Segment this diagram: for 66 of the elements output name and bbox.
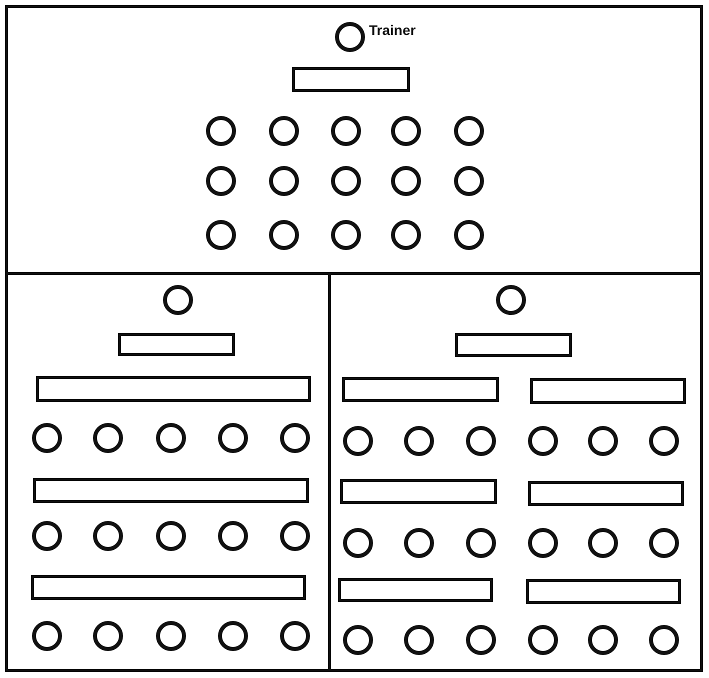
seat-circle xyxy=(528,528,558,558)
table-bar xyxy=(530,378,686,404)
seat-circle xyxy=(218,423,248,453)
seat-circle xyxy=(93,621,123,651)
seat-circle xyxy=(528,426,558,456)
seat-circle xyxy=(454,116,484,146)
seat-circle xyxy=(280,521,310,551)
room-panel xyxy=(328,272,703,672)
table-bar xyxy=(526,579,681,604)
seat-circle xyxy=(93,521,123,551)
seat-circle xyxy=(156,521,186,551)
seat-circle xyxy=(156,621,186,651)
seat-circle xyxy=(280,621,310,651)
seat-circle xyxy=(331,166,361,196)
seat-circle xyxy=(588,625,618,655)
role-label: Trainer xyxy=(369,22,416,38)
seat-circle xyxy=(206,116,236,146)
seat-circle xyxy=(496,285,526,315)
seat-circle xyxy=(391,166,421,196)
table-bar xyxy=(342,377,499,402)
seat-circle xyxy=(404,625,434,655)
room-panel xyxy=(5,5,703,275)
table-bar xyxy=(528,481,684,506)
seat-circle xyxy=(32,423,62,453)
seat-circle xyxy=(588,426,618,456)
room-panel xyxy=(5,272,331,672)
seat-circle xyxy=(588,528,618,558)
seat-circle xyxy=(466,528,496,558)
seat-circle xyxy=(343,625,373,655)
seat-circle xyxy=(466,426,496,456)
table-bar xyxy=(31,575,306,600)
table-bar xyxy=(455,333,572,357)
seat-circle xyxy=(32,621,62,651)
seat-circle xyxy=(528,625,558,655)
seat-circle xyxy=(32,521,62,551)
seat-circle xyxy=(343,528,373,558)
table-bar xyxy=(340,479,497,504)
seat-circle xyxy=(206,220,236,250)
seat-circle xyxy=(391,220,421,250)
seat-circle xyxy=(218,621,248,651)
seat-circle xyxy=(331,220,361,250)
seat-circle xyxy=(454,220,484,250)
seat-circle xyxy=(269,166,299,196)
seat-circle xyxy=(454,166,484,196)
seat-circle xyxy=(280,423,310,453)
seat-circle xyxy=(331,116,361,146)
table-bar xyxy=(292,67,410,92)
seat-circle xyxy=(649,426,679,456)
seat-circle xyxy=(404,528,434,558)
seat-circle xyxy=(649,528,679,558)
seat-circle xyxy=(156,423,186,453)
seat-circle xyxy=(206,166,236,196)
seat-circle xyxy=(163,285,193,315)
seat-circle xyxy=(93,423,123,453)
seat-circle xyxy=(649,625,679,655)
seat-circle xyxy=(391,116,421,146)
table-bar xyxy=(118,333,235,356)
seat-circle xyxy=(343,426,373,456)
seat-circle xyxy=(466,625,496,655)
seat-circle xyxy=(269,220,299,250)
seat-circle xyxy=(269,116,299,146)
table-bar xyxy=(338,578,493,602)
table-bar xyxy=(33,478,309,503)
seat-circle xyxy=(404,426,434,456)
table-bar xyxy=(36,376,311,402)
seat-circle xyxy=(218,521,248,551)
